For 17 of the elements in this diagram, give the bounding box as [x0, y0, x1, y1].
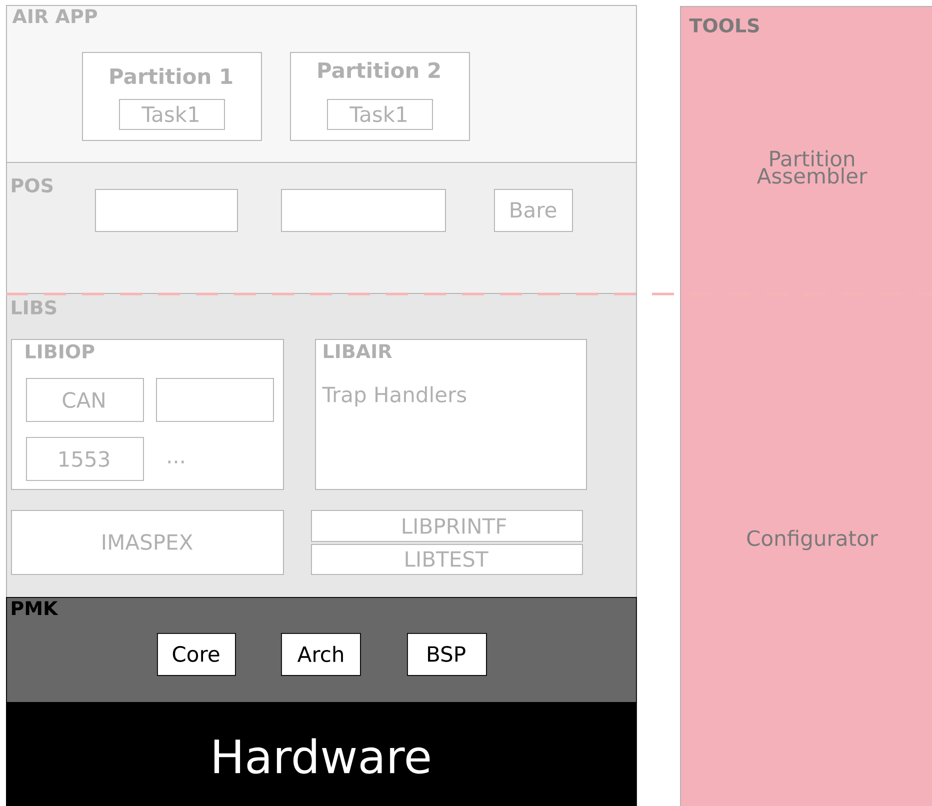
empty-box: [95, 189, 238, 232]
empty-box: [156, 378, 274, 422]
hardware-band: Hardware: [6, 702, 637, 806]
component-box: Task1: [119, 99, 225, 130]
component-box: CAN: [26, 378, 144, 422]
component-box: IMASPEX: [11, 510, 284, 575]
empty-box: [281, 189, 446, 232]
component-box: Task1: [327, 99, 433, 130]
component-box: LIBAIR Trap Handlers: [315, 339, 587, 490]
component-box: Arch: [281, 633, 361, 676]
component-box: 1553: [26, 437, 144, 481]
component-box: BSP: [407, 633, 487, 676]
component-box: Core: [157, 633, 236, 676]
component-box: LIBTEST: [311, 544, 583, 575]
component-box: LIBPRINTF: [311, 510, 583, 542]
tools-panel: TOOLS Partition Assembler Configurator: [680, 6, 932, 806]
component-box: Bare: [494, 189, 573, 232]
